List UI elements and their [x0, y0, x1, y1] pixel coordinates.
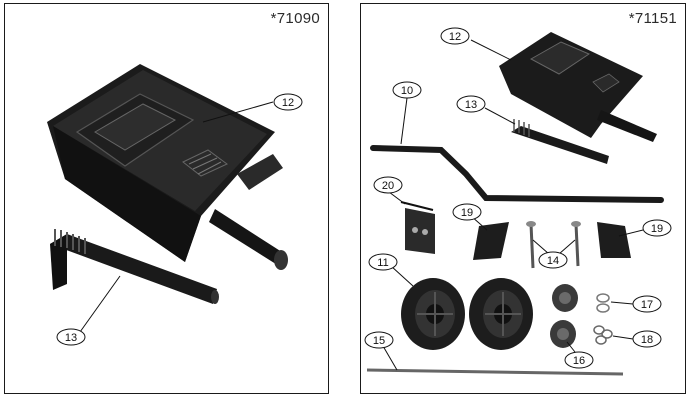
axle-part — [366, 368, 624, 376]
callout-12-label: 12 — [449, 31, 461, 43]
hopper-part — [47, 64, 288, 270]
hopper-part — [499, 32, 657, 142]
callout-12: 12 — [202, 93, 303, 123]
callout-14: 14 — [532, 239, 576, 269]
callout-10-label: 10 — [401, 85, 413, 97]
callout-11: 11 — [368, 253, 414, 287]
callout-15-label: 15 — [373, 335, 385, 347]
bracket-part — [400, 201, 435, 254]
callout-19-right-label: 19 — [651, 223, 663, 235]
callout-20-label: 20 — [382, 180, 394, 192]
callout-11-label: 11 — [377, 257, 388, 269]
callout-16-label: 16 — [573, 355, 585, 367]
wheel-bracket-right — [597, 222, 631, 258]
handle-bar-part — [370, 145, 664, 203]
wheel-left — [401, 278, 465, 350]
callout-13: 13 — [456, 95, 516, 125]
callout-10: 10 — [392, 81, 422, 145]
callout-18: 18 — [612, 330, 662, 348]
panel-left-71090: *71090 — [4, 3, 329, 394]
callout-12: 12 — [440, 27, 512, 61]
right-parts-illustration: 12 13 10 20 19 19 — [364, 27, 672, 376]
wheel-bracket-left — [473, 222, 509, 260]
bolts-part — [526, 221, 581, 269]
part-number-label: *71151 — [628, 10, 677, 27]
callout-19-left: 19 — [452, 203, 488, 231]
callout-14-label: 14 — [547, 255, 559, 267]
callout-17: 17 — [610, 295, 662, 313]
washers-part — [596, 293, 610, 313]
callout-13-label: 13 — [465, 99, 477, 111]
callout-16: 16 — [564, 341, 594, 369]
nuts-part — [593, 325, 613, 345]
callout-13: 13 — [56, 275, 121, 346]
callout-19-right: 19 — [618, 219, 672, 237]
callout-15: 15 — [364, 331, 398, 371]
brush-part — [511, 119, 609, 164]
callout-13-label: 13 — [65, 332, 77, 344]
callout-20: 20 — [373, 176, 406, 205]
part-number-label: *71090 — [270, 10, 320, 27]
panel-right-71151: *71151 — [360, 3, 686, 394]
brush-part — [50, 229, 219, 304]
left-parts-illustration: 12 13 — [47, 64, 303, 346]
callout-17-label: 17 — [641, 299, 653, 311]
callout-19-left-label: 19 — [461, 207, 473, 219]
callout-12-label: 12 — [282, 97, 294, 109]
wheel-right — [469, 278, 533, 350]
wheel-caps-part — [550, 284, 578, 348]
callout-18-label: 18 — [641, 334, 653, 346]
